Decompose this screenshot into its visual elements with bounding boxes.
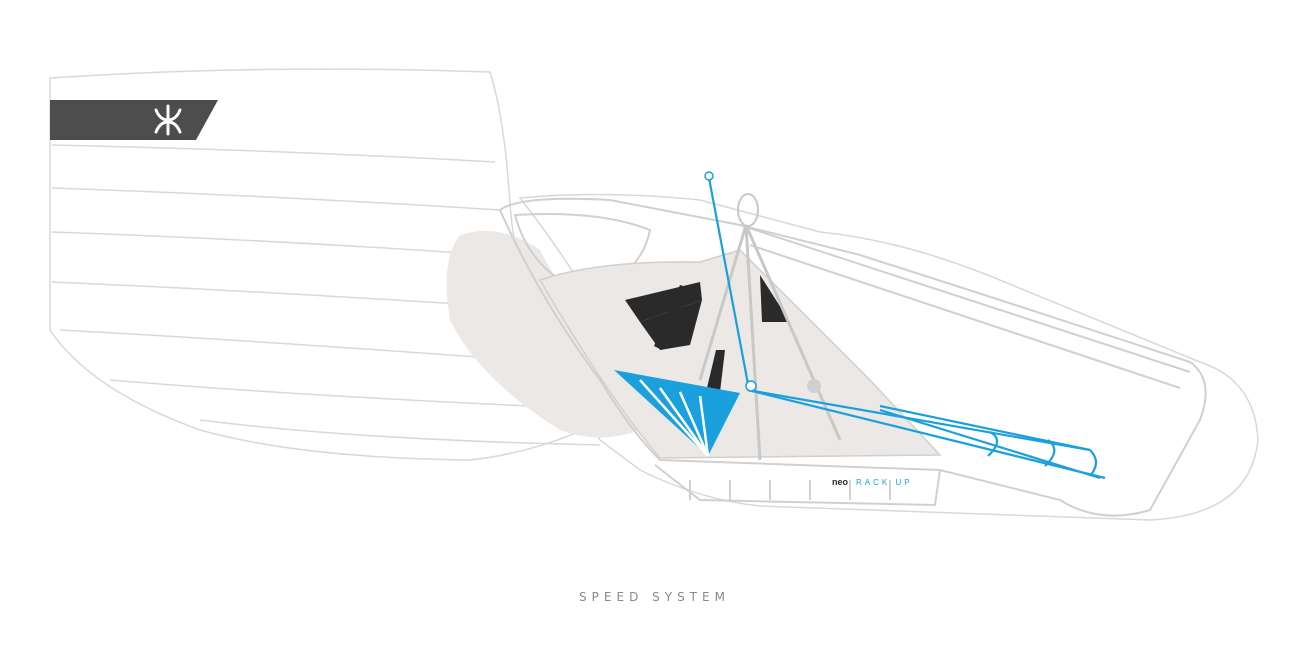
brand-model: RACK UP xyxy=(856,478,913,487)
buckle-icon xyxy=(807,379,821,393)
trident-logo-icon xyxy=(154,104,182,136)
diagram-caption: SPEED SYSTEM xyxy=(579,590,730,604)
center-strap xyxy=(706,350,725,392)
back-protector xyxy=(446,230,640,438)
pulley-seat-icon xyxy=(745,380,757,392)
brand-name: neo xyxy=(832,477,849,487)
carabiner-loop xyxy=(737,193,759,227)
cocoon-body xyxy=(49,68,1259,521)
logo-band xyxy=(50,100,218,140)
speed-system xyxy=(614,171,1106,480)
pulley-top-icon xyxy=(704,171,714,181)
shoulder-strap-fan xyxy=(625,282,702,350)
brand-mark: neo RACK UP xyxy=(832,477,913,487)
